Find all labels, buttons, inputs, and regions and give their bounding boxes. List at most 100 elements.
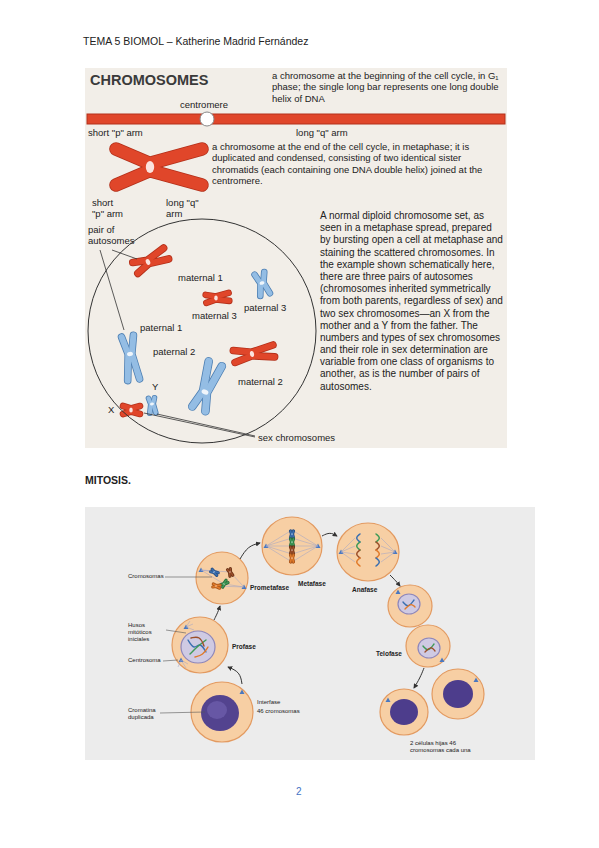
stage-arrow xyxy=(228,667,242,684)
nucleus-symbol xyxy=(443,680,473,708)
spindle-fibre xyxy=(266,530,292,546)
chromatin-strand xyxy=(357,558,360,566)
caption-text: A normal diploid chromosome set, as seen… xyxy=(320,210,505,393)
chromosome-label: paternal 1 xyxy=(140,322,182,333)
nucleus-symbol xyxy=(390,699,418,725)
spindle-fibre xyxy=(381,552,395,562)
chromatin-strand xyxy=(191,637,204,646)
spindle-fibre xyxy=(266,546,292,547)
chromatin-strand xyxy=(376,534,379,542)
stage-label: Metafase xyxy=(298,580,326,588)
part-label: 46 cromosomas xyxy=(257,708,300,715)
cell-symbol xyxy=(406,625,450,667)
cell-symbol xyxy=(337,523,399,581)
chromatin-strand xyxy=(195,647,208,657)
part-label: short "p" arm xyxy=(88,127,143,138)
centrosome-symbol xyxy=(386,698,391,703)
part-label: short "p" arm xyxy=(92,197,126,220)
figure-panel xyxy=(85,68,507,448)
chromatin-strand xyxy=(405,605,415,609)
leader-line xyxy=(163,660,178,661)
circle-outline xyxy=(87,218,317,444)
part-label: Centrosoma xyxy=(128,657,161,664)
part-label: sex chromosomes xyxy=(258,432,335,443)
part-label: long "q" arm xyxy=(166,197,200,220)
spindle-fibre xyxy=(186,621,190,627)
chromosome-label: paternal 3 xyxy=(244,302,286,313)
spindle-fibre xyxy=(381,538,395,552)
chromosome-label: maternal 2 xyxy=(238,376,283,387)
spindle-fibre xyxy=(266,538,292,546)
chromosome-symbol xyxy=(291,547,294,554)
spindle-fibre xyxy=(341,552,355,562)
spindle-fibre xyxy=(341,538,355,552)
spindle-fibre xyxy=(292,546,318,562)
stage-label: Telofase xyxy=(376,650,402,658)
nucleus-symbol xyxy=(181,631,215,663)
leader-line xyxy=(160,712,205,713)
chromosome-symbol xyxy=(206,293,230,303)
spindle-fibre xyxy=(266,546,292,554)
part-label: 2 células hijas 46 cromosomas cada una xyxy=(410,740,482,754)
spindle-fibre xyxy=(292,546,318,547)
stage-label: Anafase xyxy=(352,586,377,594)
cell-symbol xyxy=(262,517,322,575)
stage-arrow xyxy=(322,533,337,536)
chromosome-symbol xyxy=(221,580,228,587)
chromosome-symbol xyxy=(291,555,294,562)
chromatin-strand xyxy=(425,648,435,652)
chromatin-strand xyxy=(357,550,360,558)
chromosome-symbol xyxy=(213,584,220,588)
part-label: long "q" arm xyxy=(296,127,348,138)
stage-arrow xyxy=(390,575,400,586)
centrosome-symbol xyxy=(474,678,479,683)
part-label: Cromosomas xyxy=(128,573,164,580)
cell-symbol xyxy=(196,552,248,604)
spindle-fibre xyxy=(341,546,355,552)
page-header: TEMA 5 BIOMOL – Katherine Madrid Fernánd… xyxy=(83,35,308,48)
leader-line xyxy=(165,577,212,578)
part-label: Husos mitóticos iniciales xyxy=(128,622,164,644)
chromatin-strand xyxy=(376,542,379,550)
chromosome-label: maternal 3 xyxy=(192,310,237,321)
cell-symbol xyxy=(380,689,428,735)
spindle-fibre xyxy=(266,546,292,562)
chromosome-symbol xyxy=(122,335,140,380)
spindle-fibre xyxy=(178,660,181,667)
chromosome-symbol xyxy=(233,345,274,362)
figure-panel xyxy=(85,507,535,760)
chromatin-strand xyxy=(190,640,206,654)
spindle-fibre xyxy=(181,660,186,668)
spindle-fibre xyxy=(186,627,194,630)
chromosome-symbol xyxy=(123,406,140,414)
section-heading: MITOSIS. xyxy=(85,474,131,487)
chromatin-strand xyxy=(376,550,379,558)
centrosome-symbol xyxy=(440,658,445,663)
chromatin-strand xyxy=(376,558,379,566)
chromatin-strand xyxy=(357,542,360,550)
nucleus-symbol xyxy=(207,701,227,719)
spindle-fibre xyxy=(292,538,318,546)
stage-label: Prometafase xyxy=(250,584,289,592)
page-number: 2 xyxy=(296,786,302,798)
cell-symbol xyxy=(388,585,432,627)
chromatin-strand xyxy=(357,534,360,542)
spindle-fibre xyxy=(292,530,318,546)
metaphase-spread-circle: maternal 1paternal 3paternal 1maternal 3… xyxy=(87,218,317,444)
part-label: centromere xyxy=(180,99,228,110)
chromosome-label: X xyxy=(108,404,114,415)
chromosome-symbol xyxy=(228,569,233,577)
stage-arrow xyxy=(214,606,220,620)
caption-text: a chromosome at the beginning of the cel… xyxy=(272,70,504,104)
nucleus-symbol xyxy=(398,594,420,614)
centrosome-symbol xyxy=(396,590,401,595)
leader-line xyxy=(157,414,255,436)
stage-arrow xyxy=(240,543,260,559)
chromosome-symbol xyxy=(291,539,294,546)
nucleus-symbol xyxy=(418,638,440,658)
caption-text: a chromosome at the end of the cell cycl… xyxy=(212,141,505,187)
cell-symbol xyxy=(172,617,228,673)
spindle-fibre xyxy=(381,546,395,552)
chromosome-symbol xyxy=(148,398,155,413)
